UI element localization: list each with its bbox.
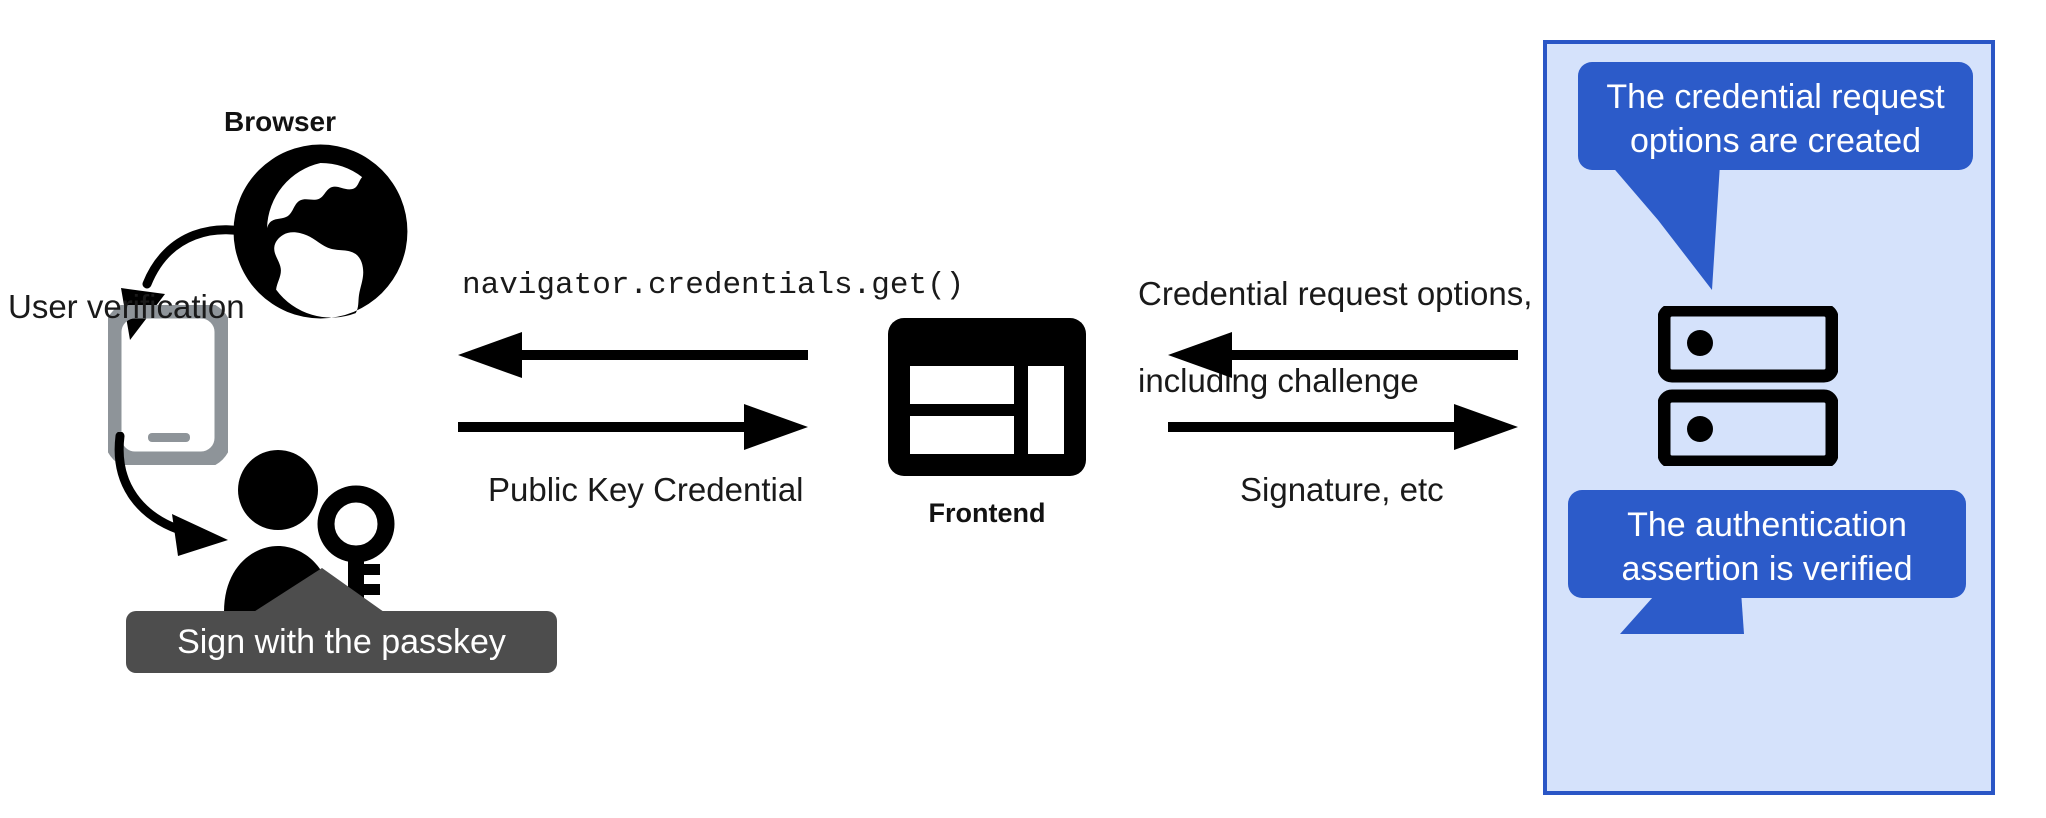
arrow-right-frontend-server-icon: [1168, 404, 1518, 450]
arrow-left-browser-frontend-icon: [458, 332, 808, 378]
callout-authentication-assertion-verified: The authentication assertion is verified: [1568, 490, 1966, 598]
callout-top-line1: The credential request: [1606, 78, 1945, 116]
credential-request-options-label: Credential request options, including ch…: [1138, 228, 1538, 402]
passkey-badge-tail: [238, 568, 398, 622]
browser-label: Browser: [223, 106, 337, 137]
smartphone-icon: [108, 305, 228, 465]
navigator-credentials-get-label: navigator.credentials.get(): [462, 268, 965, 303]
callout-bottom-line1: The authentication: [1627, 506, 1907, 544]
sign-with-passkey-badge: Sign with the passkey: [126, 611, 557, 673]
frontend-label: Frontend: [928, 498, 1046, 528]
user-verification-label: User verification: [8, 288, 245, 325]
web-layout-icon: [888, 318, 1086, 476]
signature-etc-label: Signature, etc: [1240, 471, 1444, 508]
curved-arrow-down-right-icon: [114, 432, 228, 556]
callout-top-tail: [1610, 164, 1720, 290]
arrow-right-browser-frontend-icon: [458, 404, 808, 450]
globe-icon: [233, 144, 408, 319]
sign-with-passkey-text: Sign with the passkey: [177, 622, 506, 661]
credential-request-options-line2: including challenge: [1138, 361, 1419, 399]
public-key-credential-label: Public Key Credential: [488, 471, 804, 508]
credential-request-options-line1: Credential request options,: [1138, 274, 1533, 312]
arrow-left-server-frontend-icon: [1168, 332, 1518, 378]
callout-bottom-line2: assertion is verified: [1621, 549, 1913, 588]
callout-top-line2: options are created: [1629, 121, 1922, 160]
callout-credential-request-options: The credential request options are creat…: [1578, 62, 1973, 170]
server-racks-icon: [1658, 306, 1838, 466]
